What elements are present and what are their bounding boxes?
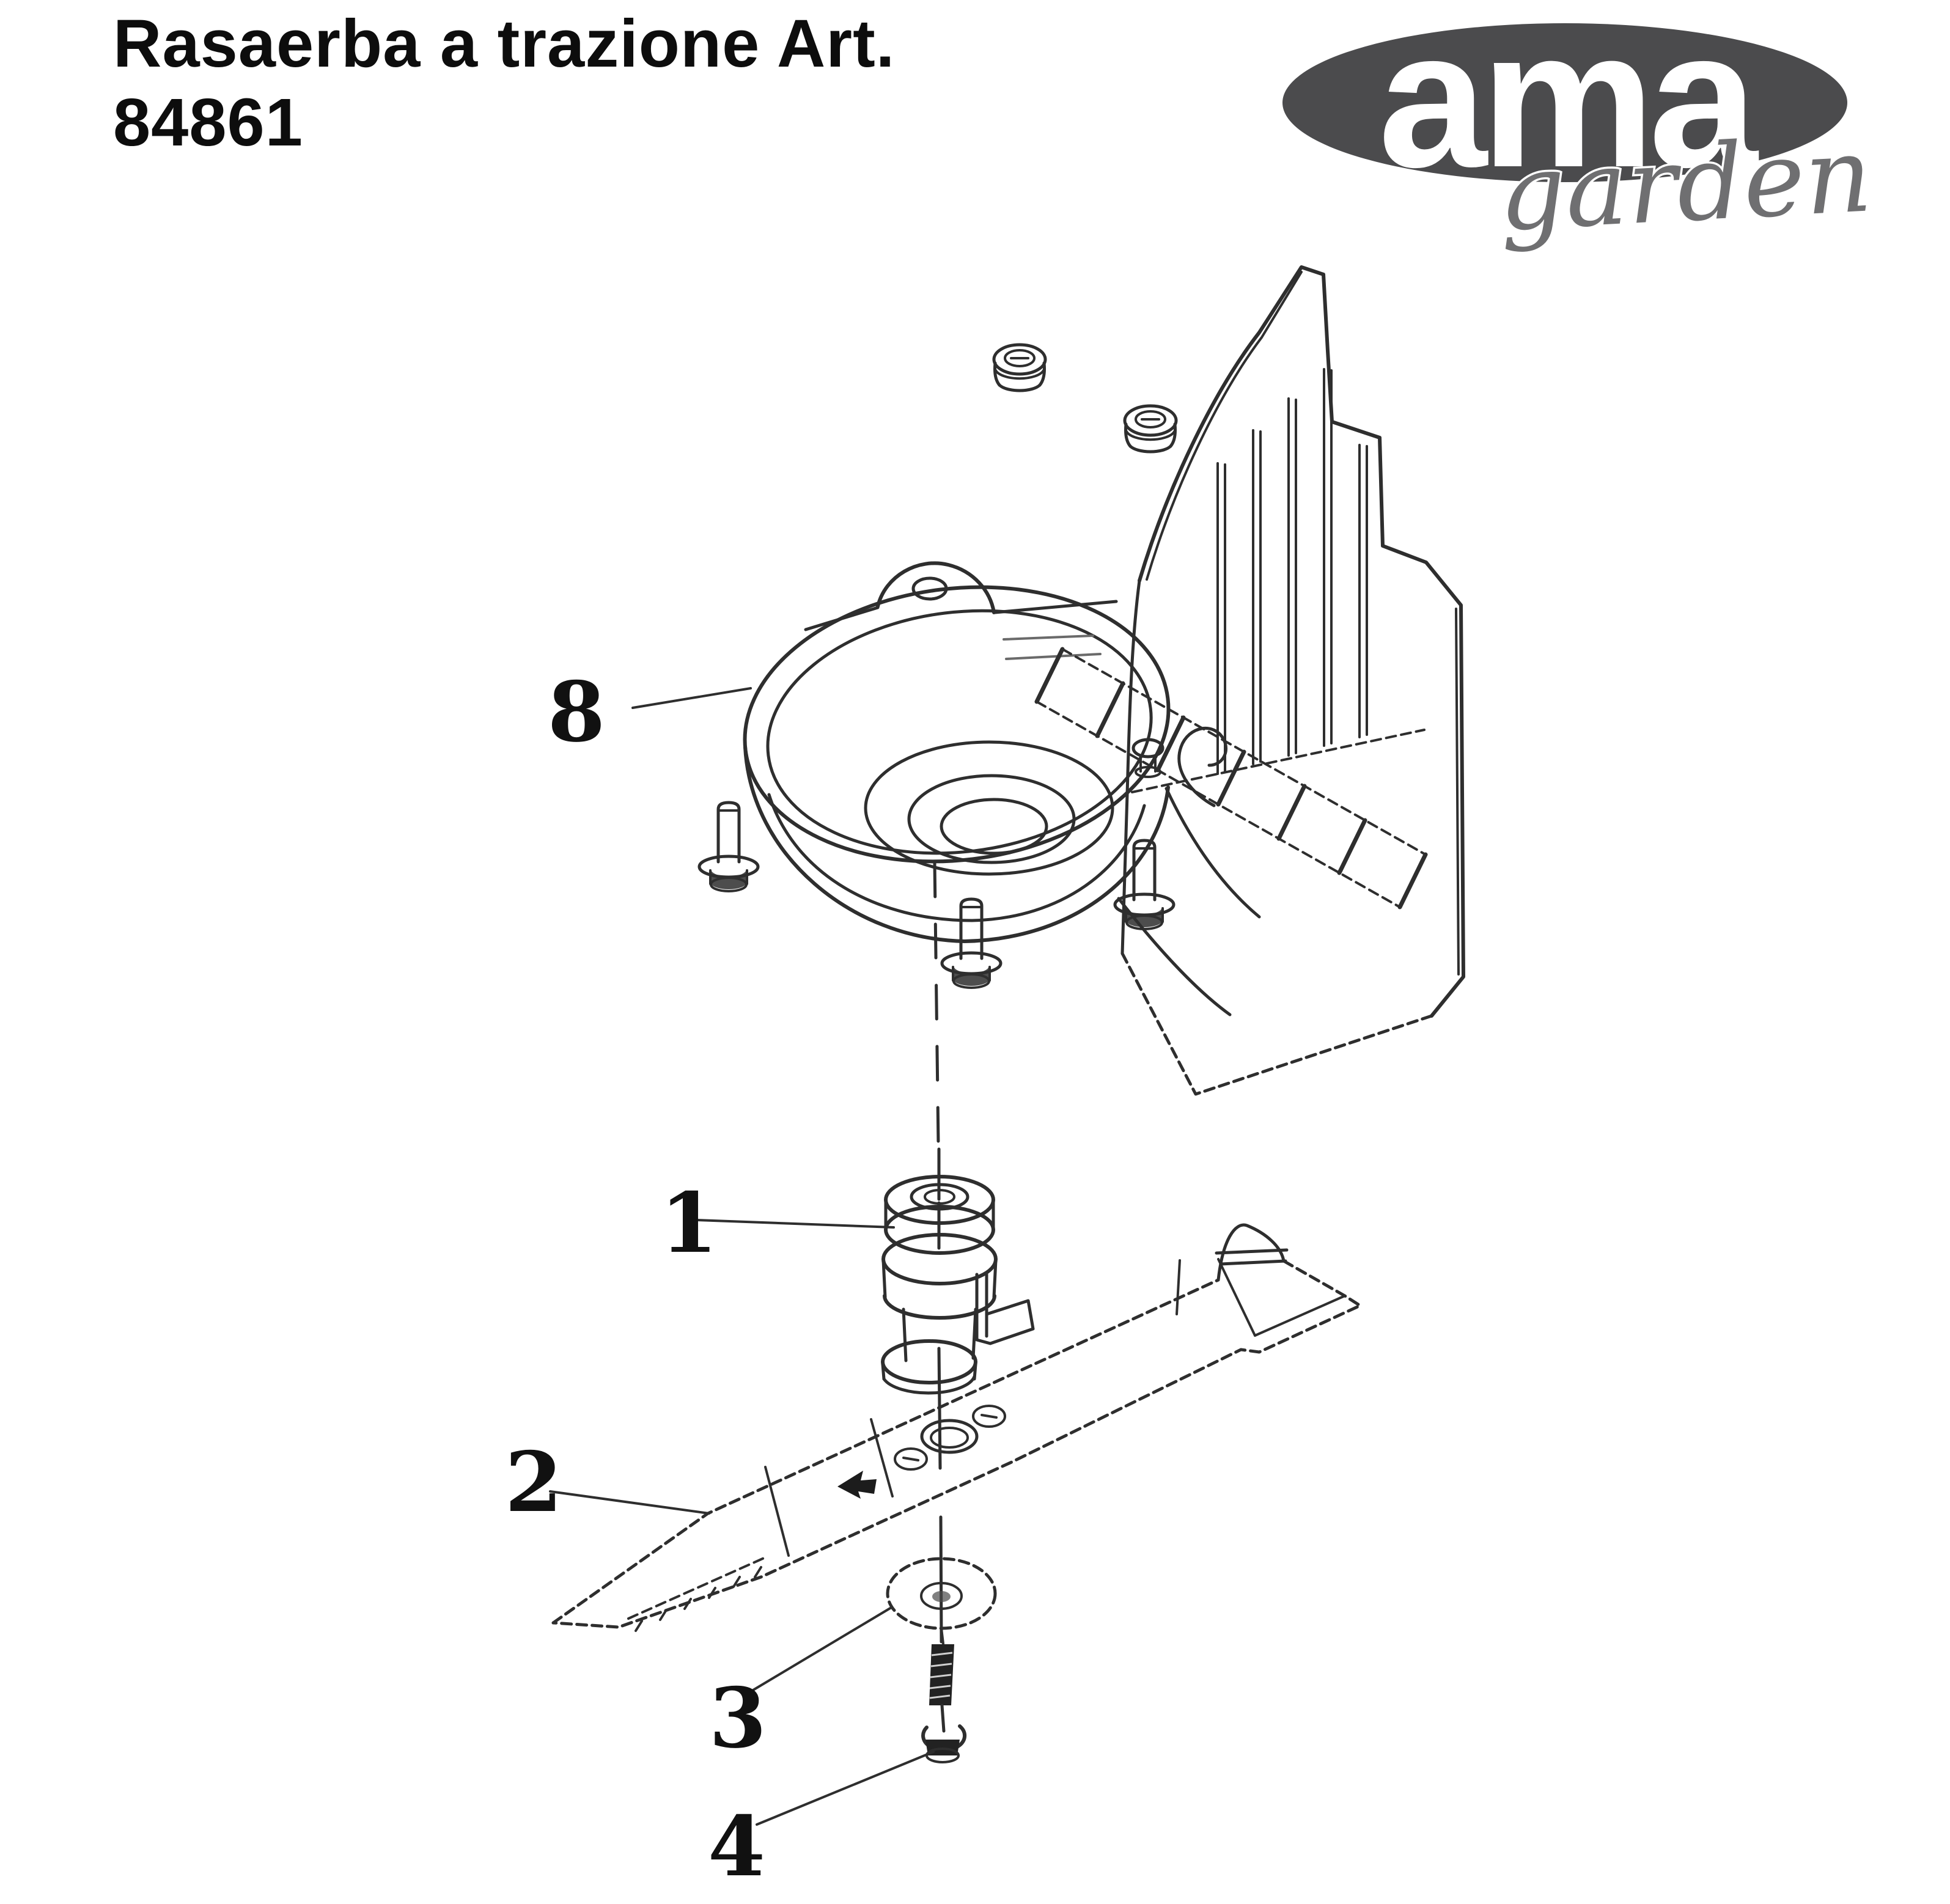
- cap-nut: [1123, 404, 1178, 454]
- logo-ellipse: [1282, 23, 1847, 182]
- logo-brand-text: ama: [1378, 0, 1759, 208]
- blade-cutting-edge: [627, 1556, 767, 1620]
- part-label-8: 8: [548, 663, 605, 760]
- blade-center-hole: [920, 1419, 979, 1454]
- assembly-axis-line: [933, 861, 943, 1644]
- adapter-wing: [975, 1299, 1035, 1345]
- blade-side-hole: [972, 1405, 1006, 1428]
- part-label-3: 3: [709, 1669, 767, 1766]
- part-label-4: 4: [708, 1798, 765, 1895]
- blade-bolt-part: [921, 1627, 967, 1763]
- cap-nut: [992, 343, 1047, 392]
- part-callouts: 8 1 2 3 4: [505, 663, 935, 1895]
- blade-rotation-arrow: [837, 1471, 877, 1499]
- deck-bowl-rim: [743, 585, 1171, 864]
- brand-logo: ama garden: [1282, 0, 1877, 257]
- deck-rear-panel: [1138, 265, 1465, 1018]
- part-label-2: 2: [505, 1433, 562, 1531]
- tab-bolt-hole: [911, 576, 948, 601]
- title-line1: Rasaerba a trazione Art.: [113, 6, 896, 81]
- flange-bolt: [1113, 839, 1176, 930]
- panel-bracket: [1131, 727, 1228, 807]
- panel-ribs: [1216, 368, 1368, 775]
- blade-side-hole: [894, 1447, 928, 1471]
- part-label-1: 1: [660, 1174, 718, 1271]
- flange-bolt: [697, 801, 760, 892]
- page-title: Rasaerba a trazione Art. 84861: [113, 5, 895, 162]
- bowl-hub-ring: [864, 740, 1114, 876]
- blade-adapter-part: [881, 1175, 1035, 1395]
- deck-housing-part: [697, 265, 1465, 1096]
- blade-part: [551, 1223, 1362, 1632]
- logo-subbrand-text: garden: [1496, 114, 1875, 255]
- adapter-foot: [881, 1339, 977, 1384]
- title-line2: 84861: [113, 84, 303, 160]
- panel-louvers: [1034, 647, 1428, 910]
- bolt-threaded-shank: [929, 1644, 954, 1705]
- deck-mounting-tab: [876, 561, 996, 614]
- flange-bolt: [940, 897, 1003, 989]
